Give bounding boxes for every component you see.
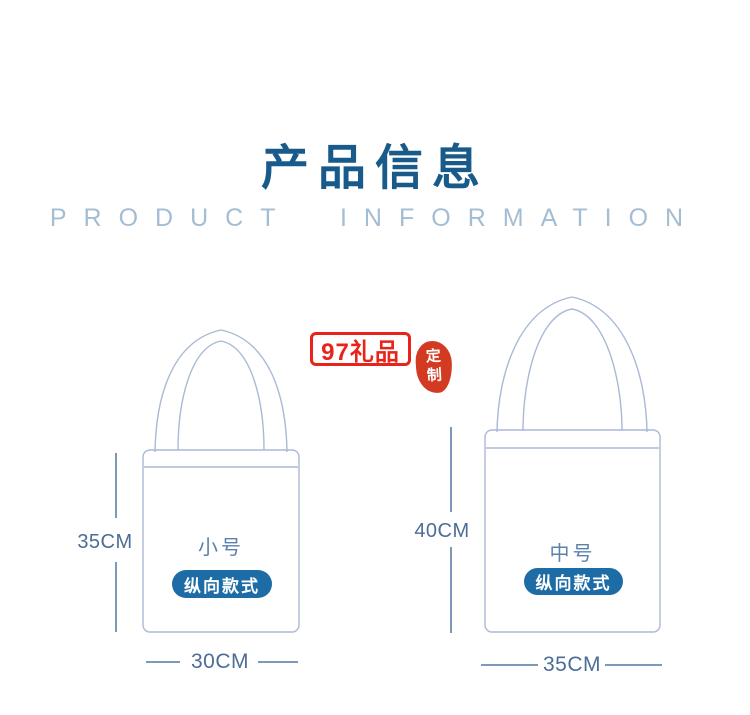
small-bag-handle-outer [154,329,288,453]
small-bag-style-text: 纵向款式 [184,576,260,596]
watermark-brand-badge: 97礼品 [310,332,411,366]
medium-bag-style-badge: 纵向款式 [524,568,623,595]
medium-bag-height-value: 40CM [414,520,470,542]
medium-bag-outline [484,296,661,633]
small-bag-height-value: 35CM [77,531,133,553]
watermark-seal-char-top: 定 [425,347,442,366]
small-bag-handle-inner [177,340,265,451]
small-bag-size-label: 小号 [198,537,244,559]
small-bag-width-value: 30CM [190,650,250,673]
medium-bag-size-label: 中号 [549,543,596,565]
medium-bag-width-value: 35CM [542,653,602,676]
small-bag-style-badge: 纵向款式 [172,570,272,598]
page-subtitle: PRODUCT INFORMATION [49,204,701,232]
measurement-lines [115,427,662,666]
page-title: 产品信息 [260,142,489,195]
small-bag-body [142,449,300,633]
watermark-seal-char-bottom: 制 [426,366,443,385]
medium-bag-handle-inner [522,308,623,431]
watermark-brand-text: 97礼品 [321,338,400,366]
medium-bag-handle-outer [496,296,648,433]
medium-bag-style-text: 纵向款式 [535,574,612,593]
small-bag-outline [142,329,300,633]
medium-bag-body [484,429,661,633]
